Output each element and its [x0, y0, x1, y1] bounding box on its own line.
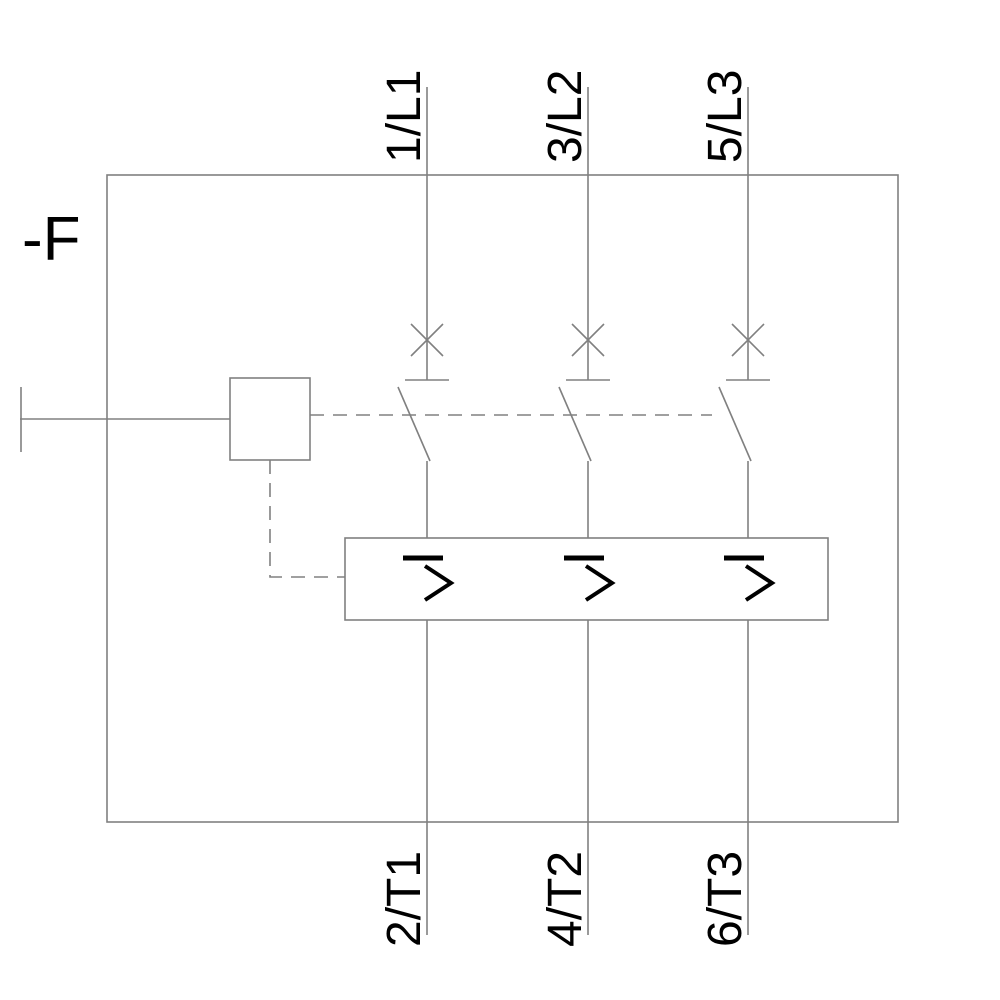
overcurrent-release-box	[344, 537, 829, 621]
contact-blade	[397, 386, 431, 462]
contact-blade	[718, 386, 752, 462]
terminal-label-bottom-1: 2/T1	[378, 851, 431, 947]
contact-blade	[558, 386, 592, 462]
linkage-to-release-dashed	[269, 460, 345, 578]
device-frame	[106, 174, 899, 823]
terminal-label-top-1: 1/L1	[378, 70, 431, 163]
terminal-label-bottom-3: 6/T3	[699, 851, 752, 947]
actuator-box	[229, 377, 311, 461]
contact-blades	[397, 386, 752, 462]
overcurrent-symbol-icon	[403, 555, 455, 602]
terminal-label-top-3: 5/L3	[699, 70, 752, 163]
overcurrent-symbols	[403, 555, 776, 602]
mechanical-linkage-dashed	[269, 414, 712, 578]
pole-lines	[426, 87, 749, 935]
breaker-cross-icon	[731, 323, 765, 357]
overcurrent-symbol-icon	[724, 555, 776, 602]
breaker-cross-icon	[410, 323, 444, 357]
breaker-cross-icon	[571, 323, 605, 357]
overcurrent-symbol-icon	[564, 555, 616, 602]
terminal-label-top-2: 3/L2	[539, 70, 592, 163]
terminal-label-bottom-2: 4/T2	[539, 851, 592, 947]
device-designation-label: -F	[22, 205, 81, 274]
breaker-cross-symbols	[410, 323, 765, 357]
